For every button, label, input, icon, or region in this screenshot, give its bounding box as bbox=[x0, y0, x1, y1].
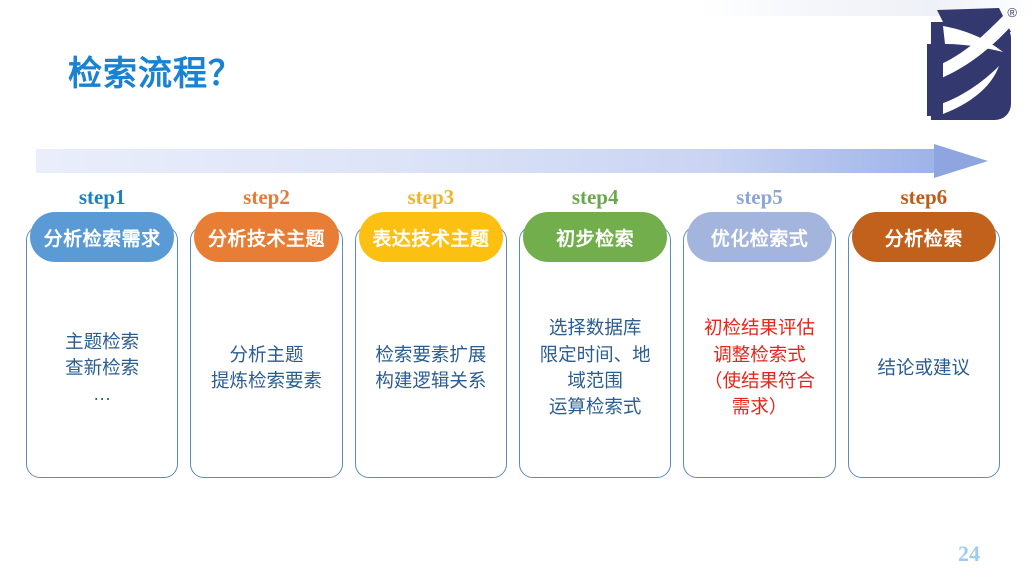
step-header-2[interactable]: 分析技术主题 bbox=[194, 212, 339, 262]
step-body-text-6: 结论或建议 bbox=[877, 356, 971, 378]
step-header-4[interactable]: 初步检索 bbox=[522, 212, 668, 262]
step-card-body-6: 结论或建议 bbox=[847, 226, 1000, 478]
brand-logo-icon bbox=[927, 8, 1013, 120]
step-card-body-4: 选择数据库 限定时间、地 域范围 运算检索式 bbox=[518, 226, 672, 478]
step-body-text-2: 分析主题 提炼检索要素 bbox=[210, 343, 322, 391]
step-body-text-3: 检索要素扩展 构建逻辑关系 bbox=[375, 343, 487, 391]
step-card-body-2: 分析主题 提炼检索要素 bbox=[190, 226, 343, 478]
step-column-2[interactable]: step2 分析主题 提炼检索要素 分析技术主题 bbox=[186, 185, 346, 482]
step-label-6: step6 bbox=[900, 185, 948, 209]
steps-row: step1 主题检索 查新检索 … 分析检索需求 step2 分析主题 提炼检索… bbox=[22, 185, 1004, 482]
step-card-body-1: 主题检索 查新检索 … bbox=[26, 226, 179, 478]
step-label-4: step4 bbox=[571, 185, 619, 209]
step-body-text-1: 主题检索 查新检索 … bbox=[65, 330, 140, 405]
step-label-2: step2 bbox=[243, 185, 290, 209]
step-header-5[interactable]: 优化检索式 bbox=[687, 212, 832, 262]
step-label-5: step5 bbox=[736, 185, 783, 209]
step-header-1[interactable]: 分析检索需求 bbox=[30, 212, 175, 262]
step-column-1[interactable]: step1 主题检索 查新检索 … 分析检索需求 bbox=[22, 185, 182, 482]
step-column-3[interactable]: step3 检索要素扩展 构建逻辑关系 表达技术主题 bbox=[351, 185, 511, 482]
page-title: 检索流程？ bbox=[68, 55, 243, 93]
progress-arrow bbox=[36, 144, 988, 178]
registered-trademark-icon: ® bbox=[1007, 5, 1017, 20]
step-column-5[interactable]: step5 初检结果评估 调整检索式 （使结果符合 需求） 优化检索式 bbox=[679, 185, 839, 482]
step-label-3: step3 bbox=[407, 185, 455, 209]
progress-arrow-head-icon bbox=[934, 144, 988, 178]
step-body-text-5: 初检结果评估 调整检索式 （使结果符合 需求） bbox=[703, 317, 815, 418]
step-column-4[interactable]: step4 选择数据库 限定时间、地 域范围 运算检索式 初步检索 bbox=[515, 185, 675, 482]
step-header-6[interactable]: 分析检索 bbox=[851, 212, 996, 262]
step-header-3[interactable]: 表达技术主题 bbox=[358, 212, 503, 262]
step-column-6[interactable]: step6 结论或建议 分析检索 bbox=[844, 185, 1004, 482]
step-body-text-4: 选择数据库 限定时间、地 域范围 运算检索式 bbox=[539, 317, 651, 418]
step-card-body-5: 初检结果评估 调整检索式 （使结果符合 需求） bbox=[683, 226, 836, 478]
page-number: 24 bbox=[958, 541, 980, 566]
step-card-body-3: 检索要素扩展 构建逻辑关系 bbox=[354, 226, 507, 478]
brand-logo: ® bbox=[907, 4, 1019, 120]
progress-arrow-shaft bbox=[36, 149, 938, 173]
step-label-1: step1 bbox=[78, 185, 126, 209]
